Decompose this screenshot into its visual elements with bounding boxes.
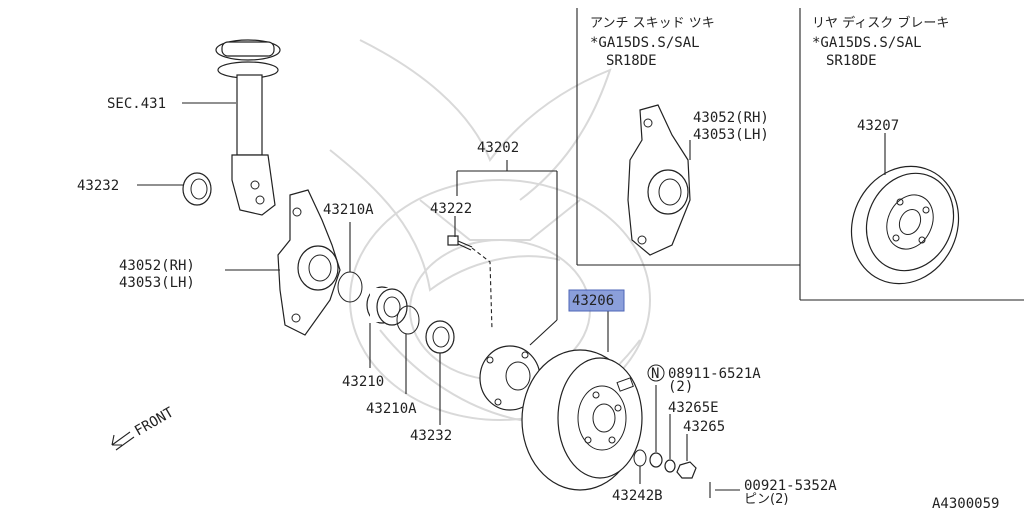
disc-inset-title: リヤ ディスク ブレーキ <box>812 15 949 31</box>
disc-inset-model: *GA15DS.S/SAL <box>812 35 922 51</box>
abs-label-43053[interactable]: 43053(LH) <box>693 127 769 143</box>
label-00921[interactable]: 00921-5352A <box>744 478 837 494</box>
abs-knuckle <box>627 104 691 256</box>
label-43265e[interactable]: 43265E <box>668 400 719 416</box>
label-43232-bot[interactable]: 43232 <box>410 428 452 444</box>
label-43242b[interactable]: 43242B <box>612 488 663 504</box>
label-43206[interactable]: 43206 <box>572 293 614 309</box>
strut-assembly <box>215 39 281 216</box>
brake-drum <box>521 349 643 491</box>
label-43052[interactable]: 43052(RH) <box>119 258 195 274</box>
label-43265[interactable]: 43265 <box>683 419 725 435</box>
bearing <box>366 286 408 326</box>
abs-label-43052[interactable]: 43052(RH) <box>693 110 769 126</box>
label-pin-qty: ピン(2) <box>744 492 788 507</box>
label-sec431[interactable]: SEC.431 <box>107 96 166 112</box>
label-43202[interactable]: 43202 <box>477 140 519 156</box>
washer-43242b <box>633 449 647 467</box>
abs-inset-engine: SR18DE <box>606 53 657 69</box>
abs-inset-title: アンチ スキッド ツキ <box>590 16 715 31</box>
washer-43265e <box>664 459 676 473</box>
abs-inset-model: *GA15DS.S/SAL <box>590 35 700 51</box>
seal-bottom <box>425 320 455 354</box>
front-label: FRONT <box>132 404 177 439</box>
n-mark-circle <box>647 364 665 382</box>
label-43210a-top[interactable]: 43210A <box>323 202 374 218</box>
label-43210a-bot[interactable]: 43210A <box>366 401 417 417</box>
lock-nut-43265 <box>676 461 697 479</box>
seal-top <box>182 172 212 206</box>
disc-inset-engine: SR18DE <box>826 53 877 69</box>
highlight-43206[interactable] <box>568 289 625 312</box>
inset-frames <box>576 8 1024 301</box>
nut-08911 <box>649 452 663 468</box>
wheel-bolt <box>447 235 493 331</box>
disc-label-43207[interactable]: 43207 <box>857 118 899 134</box>
disc-rotor <box>850 165 960 285</box>
label-43210[interactable]: 43210 <box>342 374 384 390</box>
label-43053[interactable]: 43053(LH) <box>119 275 195 291</box>
n-mark-text: N <box>651 366 659 382</box>
leader-lines <box>137 102 886 491</box>
label-08911-qty: (2) <box>668 379 693 395</box>
front-arrow-icon <box>111 431 135 451</box>
snap-ring-outer <box>396 305 420 335</box>
diagram-id: A4300059 <box>932 496 999 510</box>
label-08911[interactable]: 08911-6521A <box>668 366 761 382</box>
label-43222[interactable]: 43222 <box>430 201 472 217</box>
label-43232-top[interactable]: 43232 <box>77 178 119 194</box>
knuckle <box>277 189 341 336</box>
